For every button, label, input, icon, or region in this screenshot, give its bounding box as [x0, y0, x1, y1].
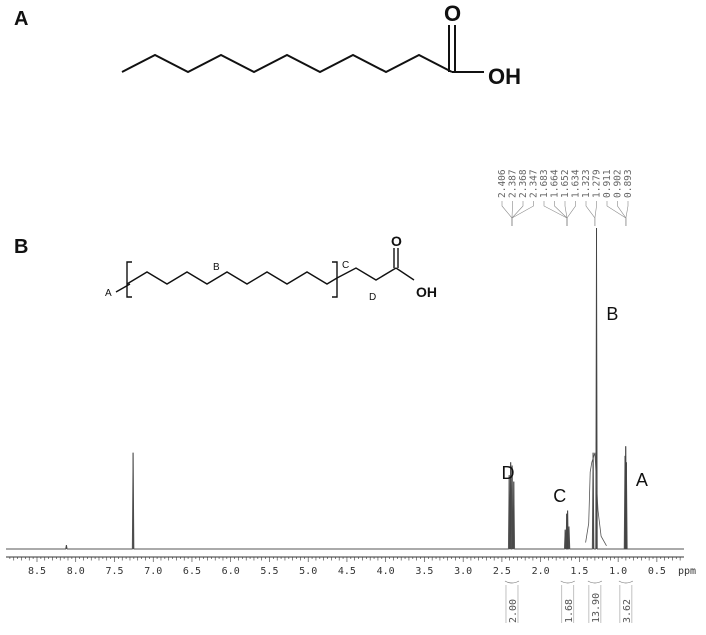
shift-leader-line — [625, 201, 629, 226]
x-tick-label: 1.5 — [570, 566, 588, 577]
spectrum-x-axis: 8.5 8.0 7.5 7.0 6.5 6.0 5.5 5.0 4.5 4.0 3.5 3.0 2.5 2… — [6, 556, 696, 577]
shift-leader-line — [511, 201, 524, 226]
chemical-shift-label: 0.902 — [613, 169, 624, 198]
x-tick-label: 5.0 — [299, 566, 317, 577]
integral-value: 2.00 — [508, 599, 519, 623]
structure-b-d-label: D — [369, 292, 376, 303]
structure-b-repeat-chain — [126, 271, 338, 285]
spectrum-trace — [6, 227, 684, 550]
chemical-shift-label: 1.652 — [560, 169, 571, 198]
panel-a-label: A — [14, 8, 29, 30]
shift-leader-line — [585, 201, 596, 226]
chemical-shift-label: 2.387 — [508, 169, 519, 198]
chemical-shift-label: 1.279 — [592, 169, 603, 198]
integral-value: 13.90 — [591, 593, 602, 623]
integral-bracket — [560, 580, 575, 584]
x-tick-label: 0.5 — [648, 566, 666, 577]
peak-assignment-labels: D C B A — [501, 304, 647, 506]
structure-b-hydroxyl: OH — [416, 284, 437, 300]
structure-a-chain — [121, 53, 453, 74]
spectrum-peaks — [6, 227, 684, 550]
spectrum-envelope — [585, 452, 607, 546]
integral-bracket — [504, 580, 520, 584]
shift-leader-line — [594, 201, 597, 226]
peak-label-a: A — [636, 470, 648, 490]
integral-value: 3.62 — [622, 599, 633, 623]
integral-bracket — [587, 580, 603, 584]
x-tick-label: 8.5 — [28, 566, 46, 577]
peak-label-b: B — [606, 304, 618, 324]
structure-a-hydroxyl: OH — [488, 64, 521, 89]
x-tick-label: 3.0 — [454, 566, 472, 577]
chemical-shift-label: 2.347 — [529, 169, 540, 198]
structure-b-oxygen: O — [391, 233, 402, 249]
integral-value: 1.68 — [564, 599, 575, 623]
shift-leader-line — [501, 201, 513, 226]
x-tick-label: 7.0 — [144, 566, 162, 577]
chemical-shift-label: 1.323 — [581, 169, 592, 198]
x-tick-label: 1.0 — [609, 566, 627, 577]
x-tick-label: 7.5 — [105, 566, 123, 577]
integral-bracket — [618, 580, 634, 584]
structure-a-oxygen: O — [444, 1, 461, 26]
structure-b-terminal-label: A — [105, 288, 112, 299]
structure-b-c-label: C — [342, 260, 349, 271]
x-tick-label: 5.5 — [260, 566, 278, 577]
chemical-shift-label: 1.664 — [550, 169, 561, 198]
structure-b-bracket-right — [332, 261, 338, 298]
x-tick-label: 3.5 — [415, 566, 433, 577]
x-tick-label: 6.5 — [183, 566, 201, 577]
peak-label-d: D — [501, 463, 514, 483]
chemical-shift-label: 2.368 — [518, 169, 529, 198]
chemical-shift-label: 1.683 — [539, 169, 550, 198]
x-tick-label: 8.0 — [67, 566, 85, 577]
x-tick-label: 4.0 — [377, 566, 395, 577]
chemical-shift-label: 2.406 — [497, 169, 508, 198]
x-tick-label: 6.0 — [222, 566, 240, 577]
panel-b-label: B — [14, 236, 29, 258]
shift-leader-line — [566, 201, 576, 226]
chemical-shift-label: 1.634 — [571, 169, 582, 198]
peak-label-c: C — [553, 486, 566, 506]
integral-values: 2.00 1.68 13.90 3.62 — [504, 580, 634, 623]
x-tick-label: 4.5 — [338, 566, 356, 577]
structure-b-acid-chain — [336, 267, 397, 281]
x-tick-label: 2.0 — [532, 566, 550, 577]
shift-leader-line — [511, 201, 534, 226]
structure-b-hydroxyl-bond — [395, 267, 415, 281]
shift-leader-line — [543, 201, 568, 226]
structure-b-bracket-left — [126, 261, 132, 298]
chemical-shift-label: 0.911 — [602, 169, 613, 198]
x-tick-label: 2.5 — [493, 566, 511, 577]
chemical-shift-label: 0.893 — [623, 169, 634, 198]
structure-b-chain-label: B — [213, 262, 220, 273]
x-axis-unit-label: ppm — [678, 566, 696, 577]
